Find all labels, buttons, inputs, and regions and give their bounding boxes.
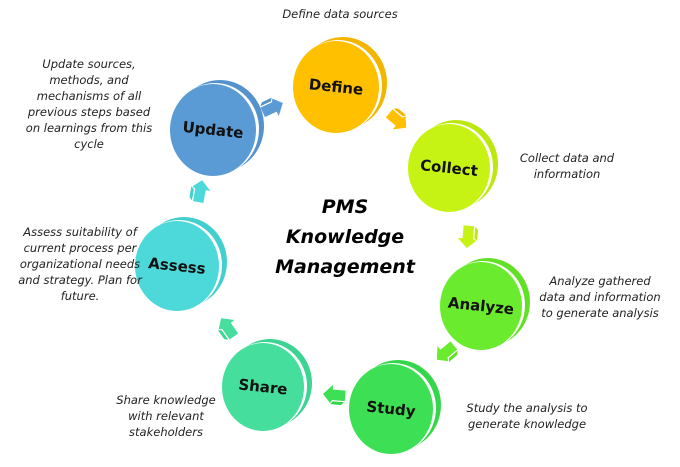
block-arrow-icon	[383, 107, 409, 132]
step-description-study: Study the analysis to generate knowledge	[466, 401, 588, 431]
step-node-study: Study	[349, 360, 441, 454]
center-title-line-2: Knowledge	[286, 226, 404, 248]
arrow-facet	[258, 95, 274, 109]
step-node-analyze: Analyze	[440, 258, 530, 350]
step-description-share: Share knowledge with relevant stakeholde…	[116, 393, 216, 439]
arrows-layer	[186, 94, 482, 409]
step-description-analyze: Analyze gathered data and information to…	[539, 274, 661, 320]
step-node-collect: Collect	[408, 120, 498, 212]
step-disc-face	[222, 343, 304, 431]
arrow-facet	[447, 348, 459, 364]
center-title-line-1: PMS	[322, 196, 369, 218]
step-disc-face	[349, 364, 433, 454]
step-disc-face	[170, 84, 256, 176]
step-node-share: Share	[222, 339, 312, 431]
step-disc-face	[135, 221, 219, 311]
block-arrow-icon	[435, 339, 460, 364]
step-disc-face	[440, 262, 522, 350]
step-disc-face	[408, 124, 490, 212]
arrow-facet	[473, 224, 480, 243]
step-label-assess: Assess	[147, 254, 206, 278]
arrow-facet	[188, 184, 195, 204]
block-arrow-icon	[258, 94, 285, 121]
arrow-facet	[391, 107, 409, 118]
step-label-define: Define	[308, 75, 364, 99]
step-description-assess: Assess suitability of current process pe…	[18, 225, 142, 303]
step-label-share: Share	[238, 375, 289, 398]
block-arrow-icon	[454, 223, 482, 250]
block-arrow-icon	[186, 178, 214, 205]
step-description-collect: Collect data and information	[519, 151, 615, 181]
step-description-update: Update sources, methods, and mechanisms …	[25, 57, 153, 151]
step-node-assess: Assess	[135, 217, 227, 311]
step-label-collect: Collect	[419, 156, 478, 180]
block-arrow-icon	[215, 316, 241, 342]
step-node-update: Update	[170, 80, 264, 176]
arrow-facet	[215, 329, 231, 342]
step-disc-face	[293, 41, 379, 133]
center-title-line-3: Management	[275, 256, 416, 278]
step-description-define: Define data sources	[282, 7, 398, 21]
arrow-facet	[328, 400, 347, 407]
center-title: PMS Knowledge Management	[275, 196, 416, 278]
step-node-define: Define	[293, 37, 387, 133]
step-label-study: Study	[366, 397, 417, 420]
block-arrow-icon	[321, 381, 348, 409]
